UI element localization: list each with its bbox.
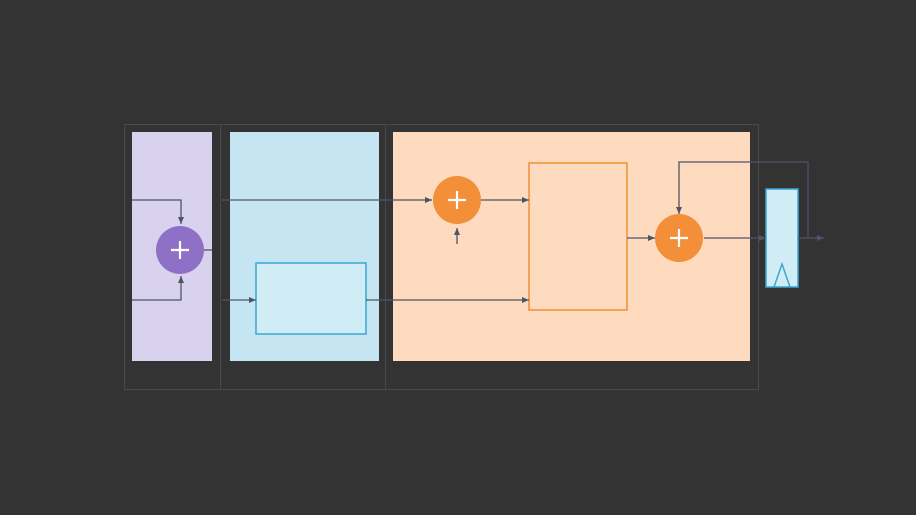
output-register <box>765 188 799 288</box>
wires <box>132 161 824 303</box>
plus-in-circle-icon <box>448 191 466 209</box>
outer-frame <box>124 124 759 390</box>
wire-input-bottom <box>132 276 184 301</box>
plus-in-circle-icon <box>171 241 189 259</box>
wire-input-top <box>132 199 184 224</box>
stage-2-inner-block <box>255 262 367 335</box>
adder-2 <box>433 176 481 224</box>
stage-3-inner-block <box>528 162 628 311</box>
adder-3 <box>655 214 703 262</box>
clock-triangle-icon <box>773 261 791 288</box>
plus-in-circle-icon <box>670 229 688 247</box>
wire-feedback-loop <box>676 161 809 238</box>
adder-1 <box>156 226 204 274</box>
